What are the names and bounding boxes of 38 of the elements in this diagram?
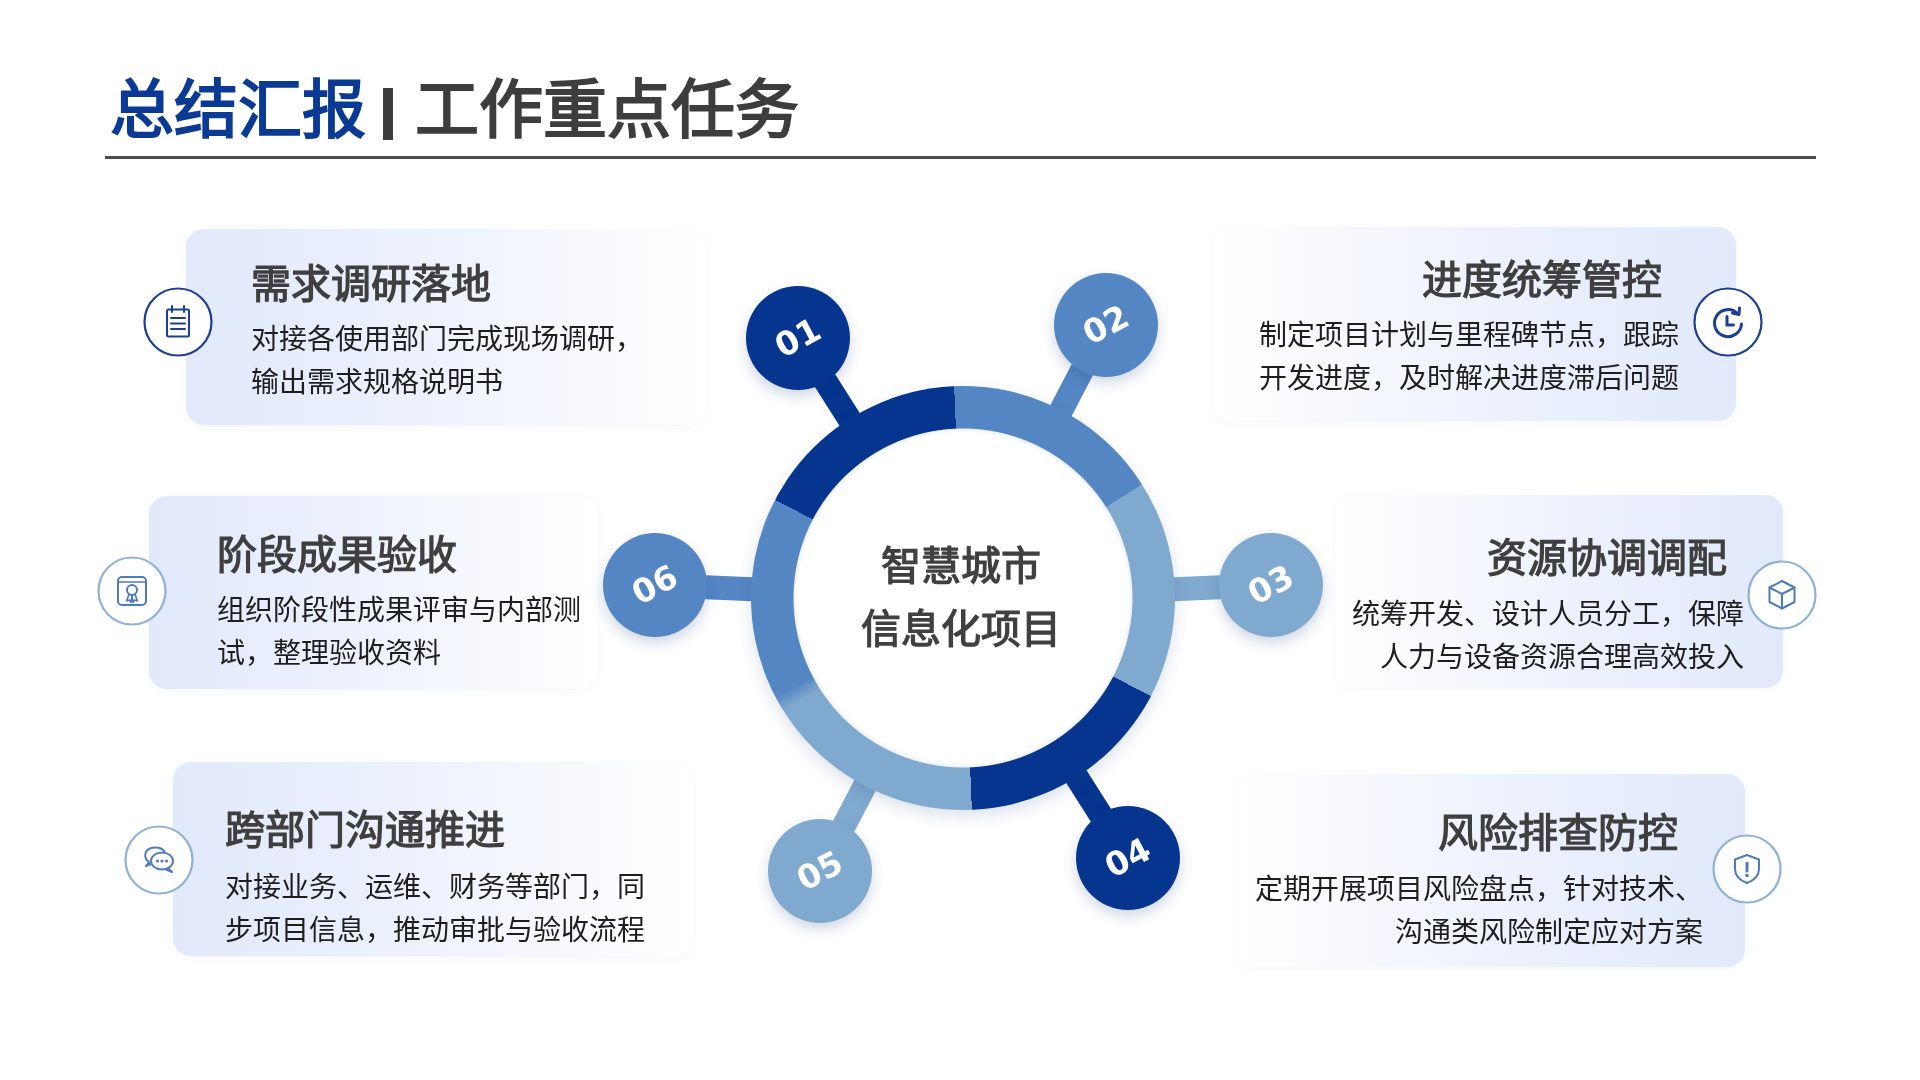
card-heading: 需求调研落地: [251, 261, 491, 307]
task-card: [186, 229, 706, 425]
task-card: [173, 762, 693, 956]
number-circle: [745, 285, 850, 390]
spoke-connector: [833, 779, 876, 832]
card-heading: 资源协调调配: [1487, 535, 1727, 581]
card-heading: 跨部门沟通推进: [225, 807, 505, 853]
card-heading: 阶段成果验收: [217, 532, 457, 578]
number-circle: [768, 818, 873, 923]
card-heading: 进度统筹管控: [1422, 257, 1662, 303]
page-title: 总结汇报: [110, 78, 366, 142]
step-number: 01: [768, 310, 828, 366]
spoke-connector: [705, 575, 753, 602]
task-card: [149, 496, 598, 689]
card-heading: 风险排查防控: [1438, 810, 1678, 856]
number-circle: [1076, 806, 1181, 911]
step-number: 05: [791, 843, 850, 899]
card-text: 组织阶段性成果评审与内部测试，整理验收资料: [217, 593, 582, 672]
step-number: 03: [1241, 557, 1300, 613]
task-card: [1237, 774, 1745, 967]
spoke-connector: [814, 374, 861, 427]
spoke-connector: [1065, 769, 1112, 822]
step-number: 04: [1098, 830, 1158, 886]
task-card: [1335, 495, 1783, 688]
card-text: 对接各使用部门完成现场调研，输出需求规格说明书: [251, 322, 644, 401]
card-text: 统筹开发、设计人员分工，保障人力与设备资源合理高效投入: [1351, 597, 1744, 676]
spoke-connector: [1173, 575, 1221, 602]
step-number: 02: [1076, 297, 1135, 353]
card-text: 制定项目计划与里程碑节点，跟踪开发进度，及时解决进度滞后问题: [1258, 318, 1679, 397]
hub-title: 智慧城市信息化项目: [861, 542, 1062, 654]
number-circle: [1218, 533, 1323, 638]
task-card: [1212, 227, 1736, 421]
page-subtitle: 工作重点任务: [415, 78, 799, 142]
card-text: 对接业务、运维、财务等部门，同步项目信息，推动审批与验收流程: [225, 870, 646, 949]
number-circle: [1053, 273, 1158, 378]
spoke-connector: [1050, 364, 1093, 417]
step-number: 06: [626, 557, 685, 613]
card-text: 定期开展项目风险盘点，针对技术、沟通类风险制定应对方案: [1254, 872, 1703, 951]
